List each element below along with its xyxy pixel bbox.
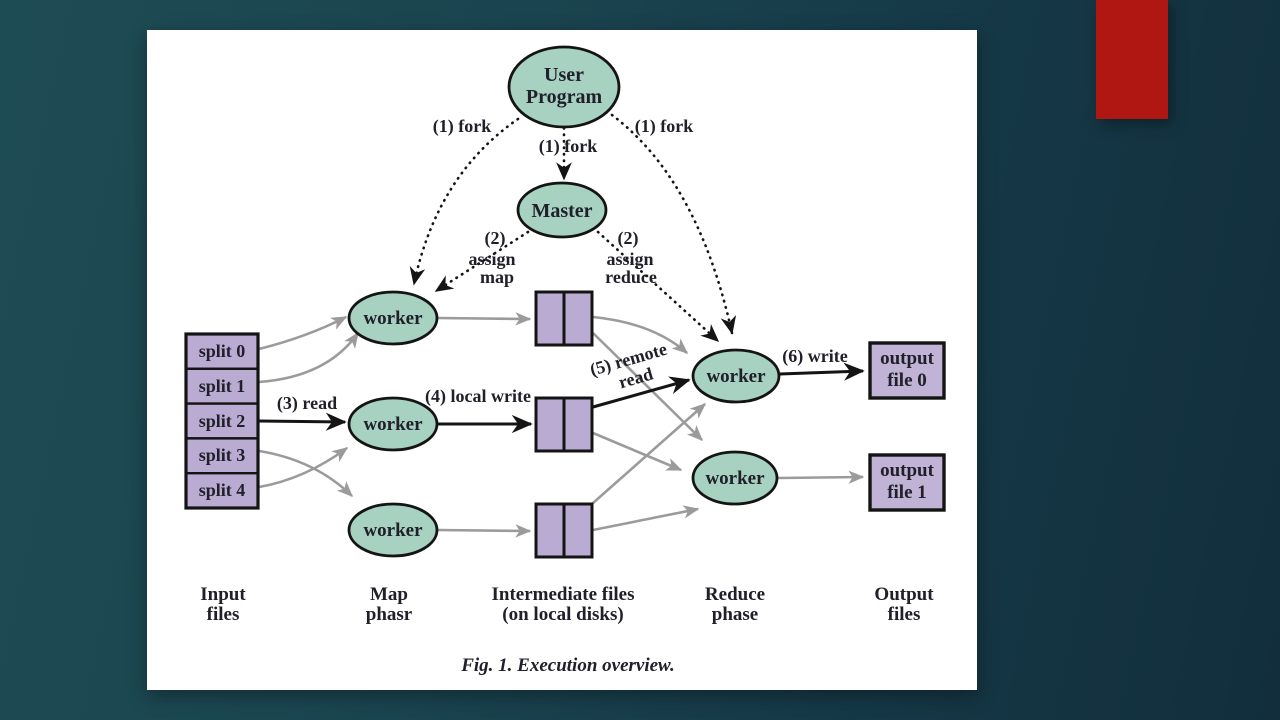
arrow-write: [779, 362, 865, 381]
split-2-label: split 2: [199, 411, 246, 431]
arrow-assign-map: [434, 230, 530, 293]
assign-reduce-line2: assign: [606, 249, 653, 269]
col-input-line1: Input: [200, 584, 246, 605]
fork-center-label: (1) fork: [539, 136, 597, 157]
map-worker-1-label: worker: [363, 308, 423, 329]
col-map-line1: Map: [370, 584, 408, 605]
arrow-int3-to-reduce1: [592, 403, 707, 504]
arrow-split3-to-map3: [258, 449, 353, 497]
col-output-line2: files: [888, 604, 921, 625]
arrow-read: [258, 412, 347, 431]
split-1-label: split 1: [199, 376, 246, 396]
arrow-int1-to-reduce1: [592, 315, 689, 354]
column-labels: Input files Map phasr Intermediate files…: [200, 584, 934, 625]
map-worker-3-node: [347, 502, 439, 558]
input-splits: split 0 split 1 split 2 split 3 split 4: [184, 332, 260, 510]
master-label: Master: [531, 200, 592, 222]
gray-arrows: [258, 312, 865, 538]
output-file-1-line2: file 1: [887, 482, 927, 503]
arrow-fork-right: [610, 113, 737, 335]
arrow-assign-reduce: [596, 230, 720, 343]
read-label: (3) read: [277, 393, 337, 414]
remote-read-label: (5) remote read: [588, 339, 670, 393]
arrow-split1-to-map1: [258, 331, 360, 384]
map-worker-2-node: [347, 396, 439, 452]
col-output-line1: Output: [874, 584, 934, 605]
assign-reduce-line3: reduce: [605, 267, 657, 287]
assign-reduce-line1: (2): [618, 228, 639, 249]
col-input-line2: files: [207, 604, 240, 625]
arrow-split0-to-map1: [258, 315, 348, 351]
split-0-label: split 0: [199, 341, 246, 361]
split-3-label: split 3: [199, 445, 246, 465]
reduce-worker-1-node: [691, 348, 781, 404]
map-worker-2-label: worker: [363, 414, 423, 435]
figure-caption: Fig. 1. Execution overview.: [460, 655, 675, 676]
reduce-worker-2-node: [691, 450, 779, 506]
execution-overview-diagram: split 0 split 1 split 2 split 3 split 4 …: [184, 45, 946, 676]
reduce-worker-1-label: worker: [706, 366, 766, 387]
output-file-0-line2: file 0: [887, 370, 927, 391]
arrow-int2-to-reduce2: [592, 431, 683, 472]
arrow-remote-read: [592, 376, 691, 409]
dotted-arrows: [409, 113, 737, 343]
split-stack-border: [184, 332, 260, 510]
nodes: [347, 45, 781, 558]
split-4-label: split 4: [199, 480, 246, 500]
user-program-line2: Program: [526, 86, 603, 108]
output-files: output file 0 output file 1: [868, 341, 946, 512]
reduce-worker-2-label: worker: [705, 468, 765, 489]
master-node: [516, 181, 608, 239]
slide-canvas: split 0 split 1 split 2 split 3 split 4 …: [147, 30, 977, 690]
user-program-line1: User: [544, 64, 584, 86]
map-worker-3-label: worker: [363, 520, 423, 541]
arrow-map3-to-int3: [436, 524, 532, 538]
fork-right-label: (1) fork: [635, 116, 693, 137]
write-label: (6) write: [782, 346, 847, 367]
arrow-fork-left: [409, 117, 520, 286]
arrow-int3-to-reduce2: [592, 505, 700, 532]
black-arrows: [258, 362, 865, 434]
red-accent-bar: [1096, 0, 1168, 119]
arrow-map1-to-int1: [436, 312, 532, 326]
col-intermediate-line2: (on local disks): [502, 604, 623, 625]
map-worker-1-node: [347, 290, 439, 346]
col-intermediate-line1: Intermediate files: [492, 584, 635, 605]
output-file-1-line1: output: [880, 460, 935, 481]
user-program-node: [507, 45, 621, 129]
arrow-reduce2-to-output1: [777, 470, 865, 484]
fork-left-label: (1) fork: [433, 116, 491, 137]
output-file-0-line1: output: [880, 348, 935, 369]
local-write-label: (4) local write: [425, 386, 531, 407]
output-file-0-box: [868, 341, 946, 400]
intermediate-files: [534, 290, 594, 559]
assign-map-line1: (2): [485, 228, 506, 249]
assign-map-line3: map: [480, 267, 514, 287]
col-reduce-line2: phase: [712, 604, 758, 625]
col-reduce-line1: Reduce: [705, 584, 765, 605]
output-file-1-box: [868, 453, 946, 512]
assign-map-line2: assign: [468, 249, 515, 269]
col-map-line2: phasr: [366, 604, 413, 625]
arrow-split4-to-map2: [258, 446, 349, 489]
